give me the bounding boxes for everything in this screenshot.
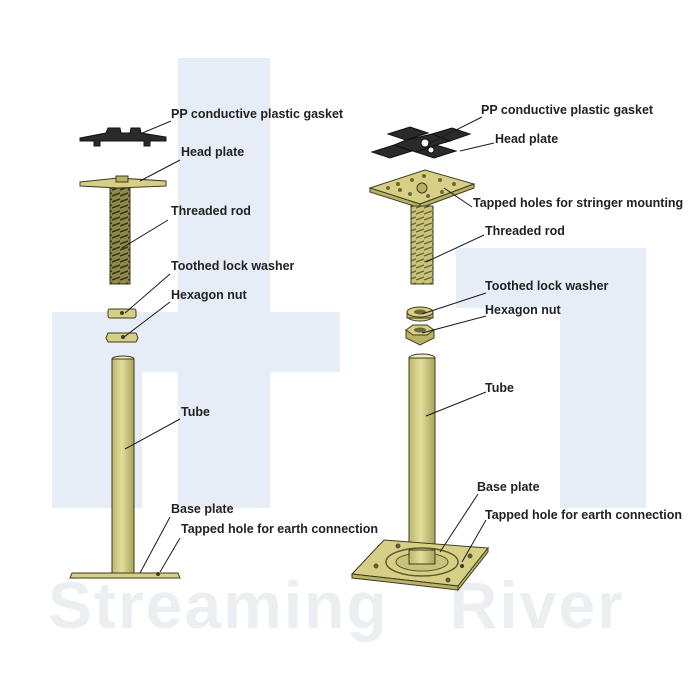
label-r-washer: Toothed lock washer: [485, 279, 609, 293]
leader-l-gasket: [139, 120, 172, 135]
left-head-hub: [115, 175, 129, 183]
right-earth-hole: [460, 564, 464, 568]
right-gasket: [370, 126, 472, 159]
label-l-earth-hole: Tapped hole for earth connection: [181, 522, 378, 536]
left-washer-hole: [120, 311, 124, 315]
leader-l-washer: [124, 273, 171, 314]
leader-r-nut: [421, 315, 487, 334]
label-r-earth-hole: Tapped hole for earth connection: [485, 508, 682, 522]
label-l-washer: Toothed lock washer: [171, 259, 295, 273]
right-base-holes: [373, 543, 473, 583]
right-threaded-rod: [410, 205, 434, 285]
label-r-head-plate: Head plate: [495, 132, 558, 146]
leader-l-nut: [123, 301, 171, 338]
label-r-tube: Tube: [485, 381, 514, 395]
leader-r-base: [439, 493, 479, 553]
label-r-nut: Hexagon nut: [485, 303, 562, 317]
left-base-plate: [69, 572, 181, 579]
leader-r-rod: [425, 234, 485, 263]
leader-r-stringer: [443, 187, 473, 208]
leader-r-washer: [421, 292, 487, 315]
label-l-threaded-rod: Threaded rod: [171, 204, 251, 218]
leader-r-head: [459, 142, 495, 152]
label-l-tube: Tube: [181, 405, 210, 419]
label-r-gasket: PP conductive plastic gasket: [481, 103, 654, 117]
label-l-base-plate: Base plate: [171, 502, 234, 516]
leader-r-gasket: [427, 116, 483, 145]
right-nut-hole: [414, 327, 426, 333]
leader-l-base: [139, 516, 171, 574]
leader-l-rod: [121, 219, 169, 249]
left-gasket: [79, 127, 167, 147]
right-tube: [408, 357, 436, 569]
label-l-nut: Hexagon nut: [171, 288, 248, 302]
right-base-ring: [385, 547, 459, 577]
leader-r-earth: [461, 519, 487, 563]
right-stringer-holes: [386, 174, 456, 198]
leader-l-earth: [159, 537, 181, 573]
leader-l-head: [139, 159, 181, 182]
left-pedestal: [69, 127, 181, 579]
leader-r-tube: [425, 391, 487, 417]
label-r-threaded-rod: Threaded rod: [485, 224, 565, 238]
label-l-head-plate: Head plate: [181, 145, 244, 159]
label-l-gasket: PP conductive plastic gasket: [171, 107, 344, 121]
left-leaders: [121, 120, 181, 574]
background-logo: [52, 58, 646, 508]
right-tube-foot: [408, 549, 436, 565]
left-tube: [111, 358, 135, 575]
left-nut-hole: [121, 335, 125, 339]
left-labels: PP conductive plastic gasket Head plate …: [171, 107, 378, 536]
left-earth-hole: [156, 572, 160, 576]
watermark-text: Streaming River: [48, 568, 625, 642]
label-r-base-plate: Base plate: [477, 480, 540, 494]
right-labels: PP conductive plastic gasket Head plate …: [473, 103, 683, 522]
right-pedestal: [350, 126, 489, 592]
right-leaders: [421, 116, 495, 563]
label-r-stringer-holes: Tapped holes for stringer mounting: [473, 196, 683, 210]
left-threaded-rod: [109, 187, 131, 285]
right-base-plate-side: [457, 546, 489, 592]
leader-l-tube: [124, 418, 181, 450]
